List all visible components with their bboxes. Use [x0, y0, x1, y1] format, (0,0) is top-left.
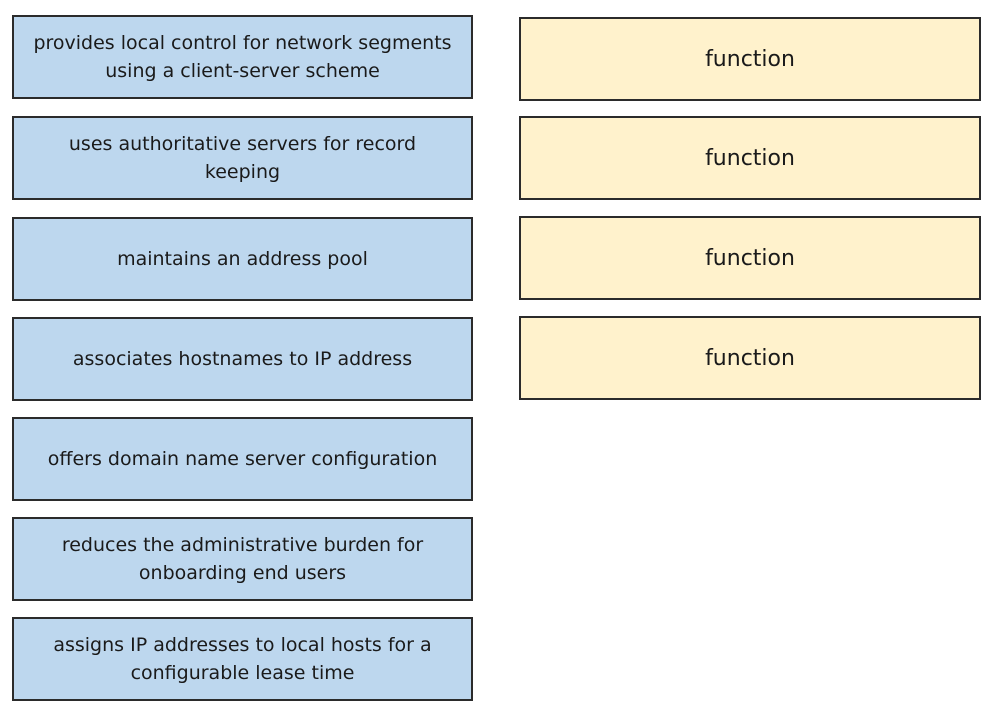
- drag-option-local-control[interactable]: provides local control for network segme…: [12, 15, 473, 99]
- drag-option-label: provides local control for network segme…: [33, 32, 452, 82]
- drag-option-hostnames-to-ip[interactable]: associates hostnames to IP address: [12, 317, 473, 401]
- drag-option-authoritative-servers[interactable]: uses authoritative servers for record ke…: [12, 116, 473, 200]
- drag-option-reduces-burden[interactable]: reduces the administrative burden for on…: [12, 517, 473, 601]
- drag-option-label: assigns IP addresses to local hosts for …: [53, 634, 432, 684]
- drag-option-dns-configuration[interactable]: offers domain name server configuration: [12, 417, 473, 501]
- drop-target-function-1[interactable]: function: [519, 17, 981, 101]
- drag-option-label: associates hostnames to IP address: [72, 348, 413, 370]
- drop-target-function-4[interactable]: function: [519, 316, 981, 400]
- drag-option-address-pool[interactable]: maintains an address pool: [12, 217, 473, 301]
- drag-option-label: offers domain name server configuration: [47, 448, 438, 470]
- drop-target-label: function: [705, 46, 795, 72]
- drop-target-label: function: [705, 145, 795, 171]
- drag-option-label: reduces the administrative burden for on…: [61, 534, 424, 584]
- drop-target-label: function: [705, 345, 795, 371]
- drop-target-function-2[interactable]: function: [519, 116, 981, 200]
- drag-option-assigns-ip-lease[interactable]: assigns IP addresses to local hosts for …: [12, 617, 473, 701]
- drag-option-label: uses authoritative servers for record ke…: [68, 133, 417, 183]
- drop-target-function-3[interactable]: function: [519, 216, 981, 300]
- drop-target-label: function: [705, 245, 795, 271]
- drag-option-label: maintains an address pool: [117, 248, 368, 270]
